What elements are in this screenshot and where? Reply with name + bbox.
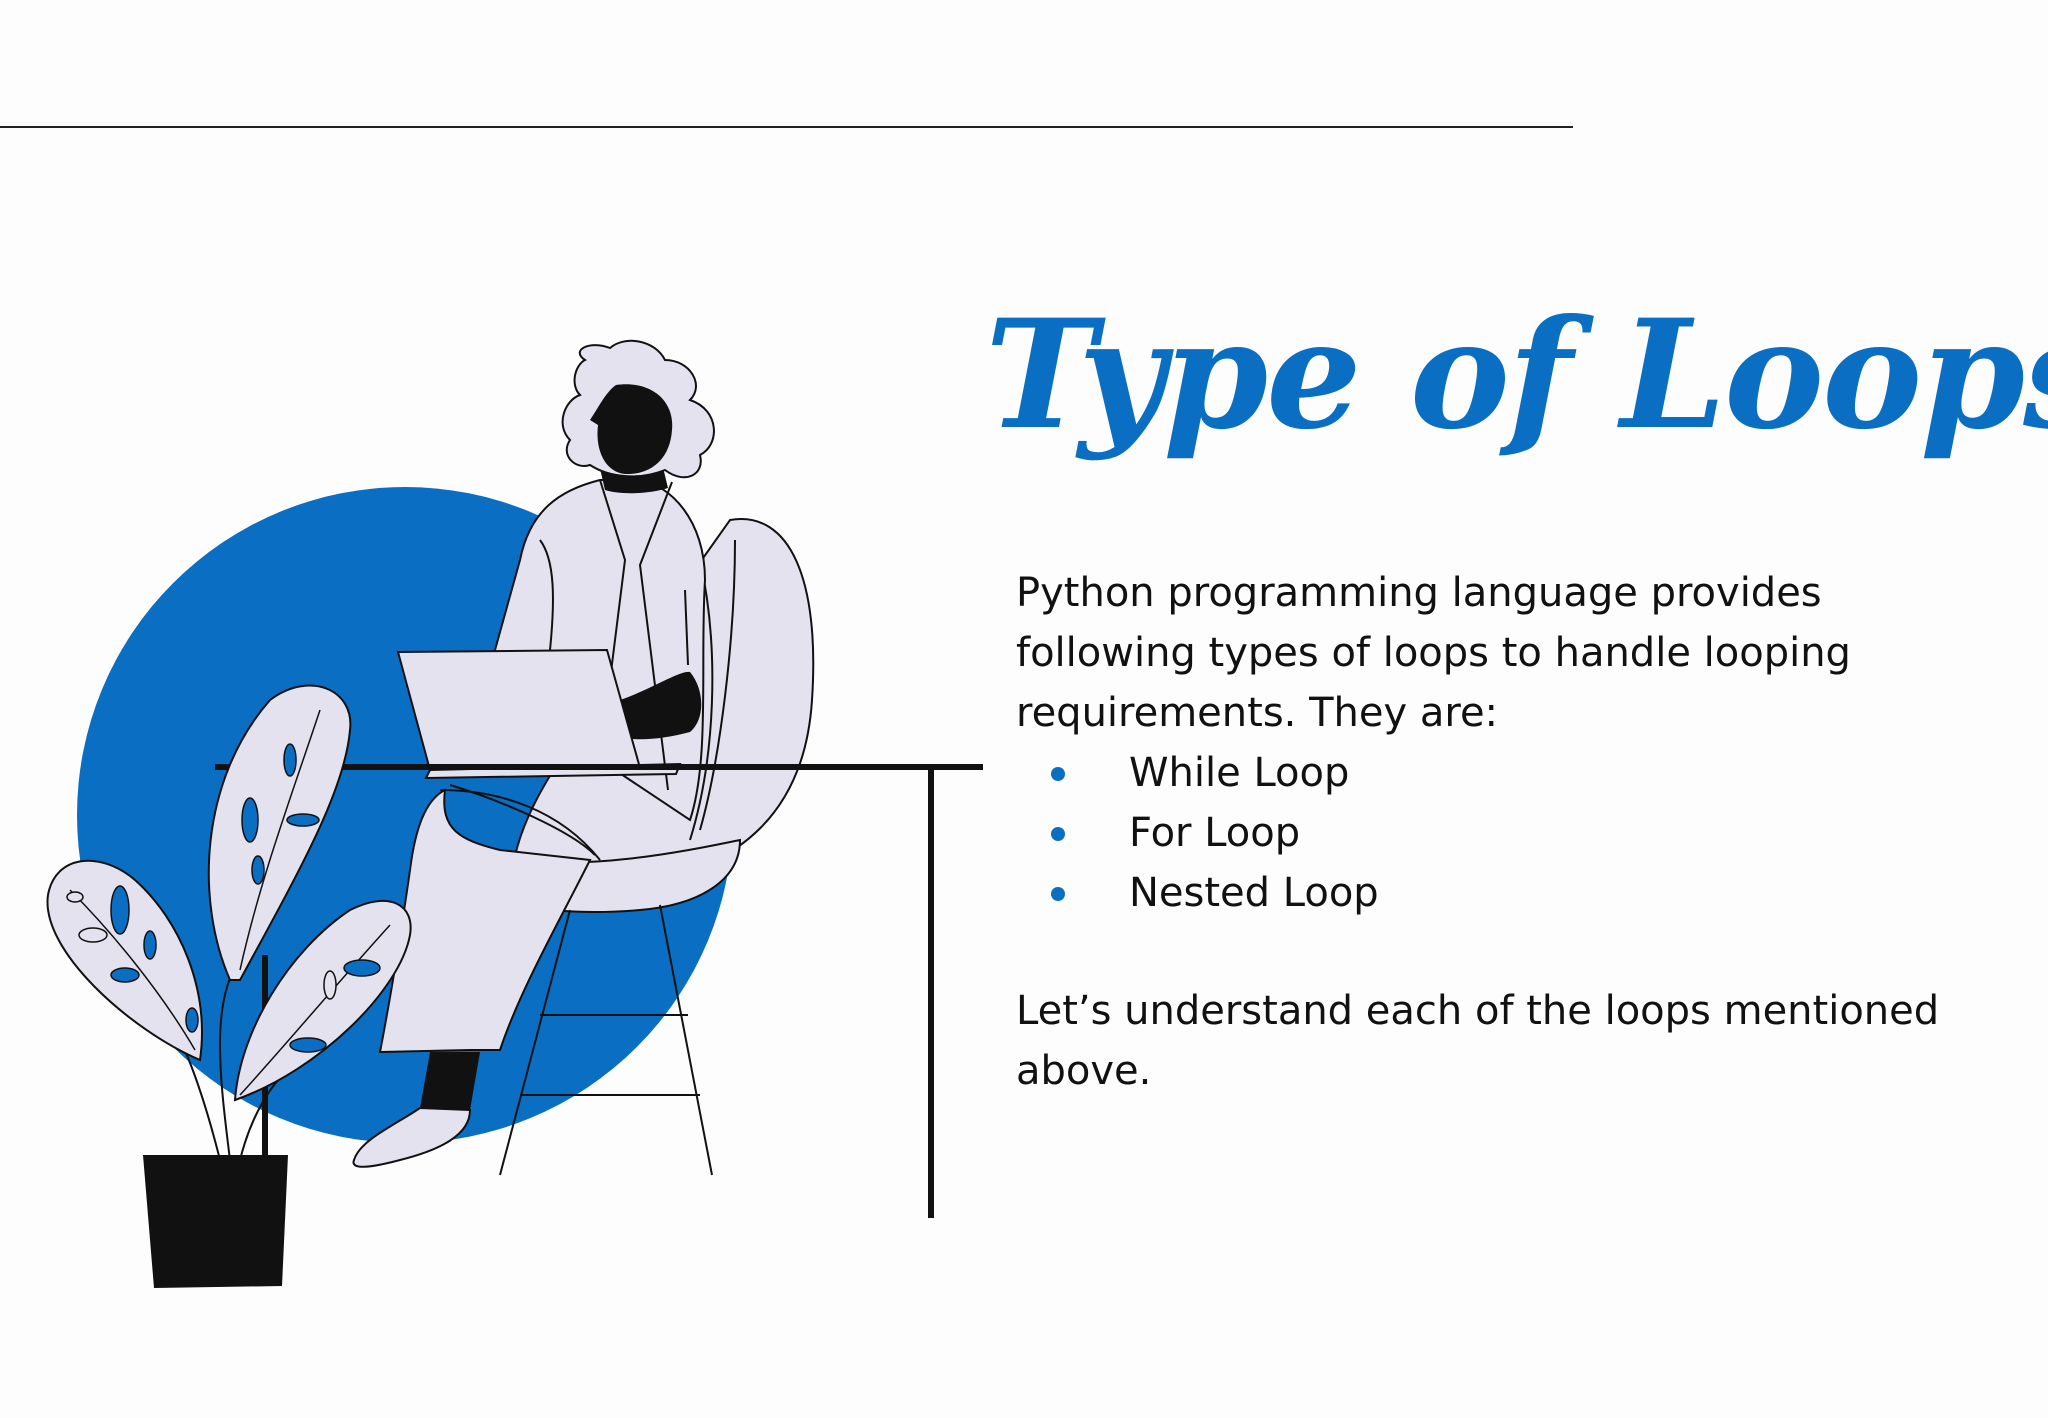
list-item: While Loop xyxy=(1016,743,2016,803)
sock-shape xyxy=(420,1052,480,1110)
plant-leaf-shape xyxy=(207,684,352,981)
loop-types-list: While Loop For Loop Nested Loop xyxy=(1016,743,2016,923)
top-divider-line xyxy=(0,126,1573,128)
bullet-icon xyxy=(1051,887,1065,901)
hand-shape xyxy=(615,671,702,740)
list-item-label: Nested Loop xyxy=(1129,870,1379,916)
list-item: For Loop xyxy=(1016,803,2016,863)
plant-leaf-shape xyxy=(46,859,203,1062)
list-item-label: While Loop xyxy=(1129,750,1350,796)
shoe-shape xyxy=(352,1106,472,1168)
bullet-icon xyxy=(1051,767,1065,781)
pants-shape xyxy=(378,788,592,1054)
list-item: Nested Loop xyxy=(1016,863,2016,923)
desk-top-shape xyxy=(215,764,983,770)
plant-pot-shape xyxy=(143,1155,288,1288)
woman-laptop-illustration xyxy=(46,339,983,1288)
page-title: Type of Loops xyxy=(985,287,2048,463)
content-block: Python programming language provides fol… xyxy=(1016,563,2016,1101)
intro-paragraph: Python programming language provides fol… xyxy=(1016,570,1851,736)
face-shape xyxy=(590,384,673,475)
outro-paragraph: Let’s understand each of the loops menti… xyxy=(1016,988,1940,1094)
list-item-label: For Loop xyxy=(1129,810,1301,856)
laptop-screen-shape xyxy=(396,648,642,772)
bullet-icon xyxy=(1051,827,1065,841)
desk-leg-shape xyxy=(928,770,934,1218)
